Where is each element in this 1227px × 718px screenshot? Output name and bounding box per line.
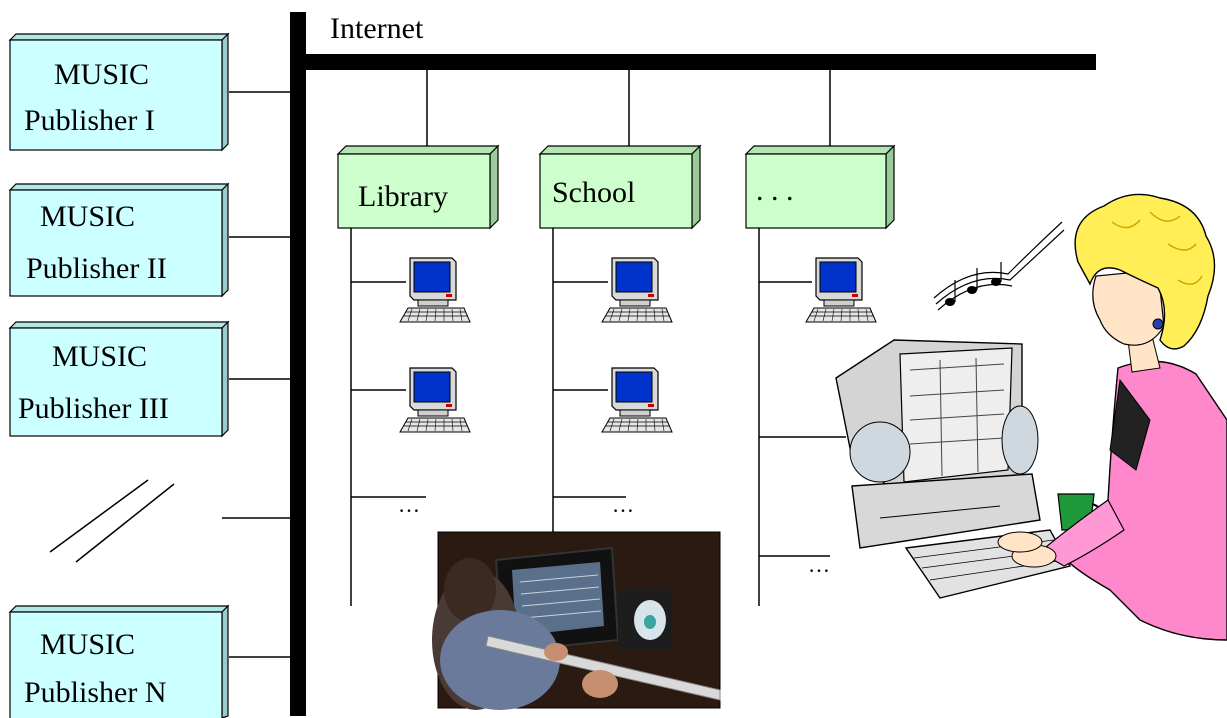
site-box-school: School <box>538 144 702 230</box>
music-notes <box>933 221 1065 311</box>
school-computer-1 <box>601 257 673 323</box>
site-library-label: Library <box>358 180 448 213</box>
publisher-n-line1: MUSIC <box>40 628 135 661</box>
publisher-box-2: MUSIC Publisher II <box>8 182 290 298</box>
publisher-2-line1: MUSIC <box>40 200 135 233</box>
site-box-library: Library <box>336 144 500 230</box>
flute-player-photo <box>432 531 721 710</box>
publisher-2-line2: Publisher II <box>26 252 167 285</box>
publisher-3-line1: MUSIC <box>52 340 147 373</box>
site-other-label: . . . <box>756 174 794 207</box>
lan-other: … <box>758 228 846 606</box>
site-box-other: . . . <box>744 144 896 230</box>
publisher-1-line2: Publisher I <box>24 104 155 137</box>
site-school-label: School <box>552 176 635 209</box>
publisher-1-line1: MUSIC <box>54 58 149 91</box>
woman-at-computer-illustration <box>835 193 1227 641</box>
publisher-3-line2: Publisher III <box>18 392 169 425</box>
publisher-box-3: MUSIC Publisher III <box>8 320 290 438</box>
library-computer-2 <box>399 367 471 433</box>
library-more: … <box>398 492 420 517</box>
backbone-horizontal <box>290 54 1096 70</box>
publisher-box-1: MUSIC Publisher I <box>8 32 290 152</box>
school-more: … <box>612 492 634 517</box>
school-computer-2 <box>601 367 673 433</box>
library-computer-1 <box>399 257 471 323</box>
other-computer-1 <box>805 257 877 323</box>
internet-label: Internet <box>330 12 424 45</box>
publisher-box-n: MUSIC Publisher N <box>8 604 290 718</box>
backbone-vertical <box>290 12 306 716</box>
publisher-n-line2: Publisher N <box>24 676 167 709</box>
other-more: … <box>808 552 830 577</box>
lan-library: … <box>350 228 426 606</box>
omission-slashes <box>49 479 290 563</box>
